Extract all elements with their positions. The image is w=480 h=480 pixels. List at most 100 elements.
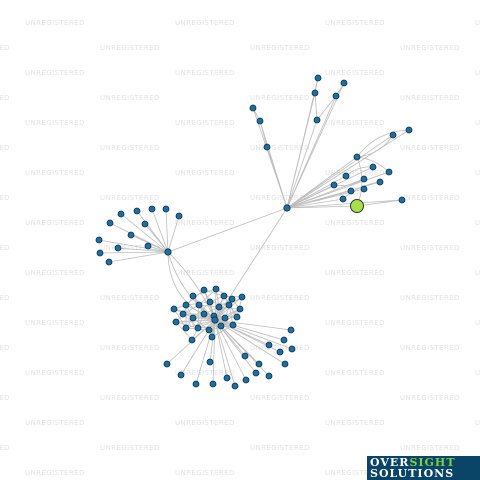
network-node[interactable] xyxy=(255,360,263,368)
network-node[interactable] xyxy=(252,369,260,377)
focus-node[interactable] xyxy=(350,199,364,213)
network-node[interactable] xyxy=(311,89,319,97)
network-node[interactable] xyxy=(96,249,104,257)
network-node[interactable] xyxy=(313,116,321,124)
network-node[interactable] xyxy=(330,181,338,189)
hub-node[interactable] xyxy=(164,248,172,256)
network-node[interactable] xyxy=(256,117,264,125)
hub-node[interactable] xyxy=(211,316,219,324)
network-node[interactable] xyxy=(405,126,413,134)
network-node[interactable] xyxy=(189,314,197,322)
network-node[interactable] xyxy=(127,231,135,239)
network-node[interactable] xyxy=(236,305,244,313)
network-node[interactable] xyxy=(200,286,208,294)
network-node[interactable] xyxy=(208,333,216,341)
network-edge xyxy=(167,215,180,253)
network-node[interactable] xyxy=(229,321,237,329)
network-node[interactable] xyxy=(182,324,190,332)
network-node[interactable] xyxy=(225,301,233,309)
network-node[interactable] xyxy=(263,143,271,151)
hub-node[interactable] xyxy=(283,204,291,212)
network-node[interactable] xyxy=(133,207,141,215)
network-node[interactable] xyxy=(188,336,196,344)
network-node[interactable] xyxy=(206,358,214,366)
watermark-text: UNREGISTERED xyxy=(25,119,85,127)
network-node[interactable] xyxy=(172,318,180,326)
network-node[interactable] xyxy=(314,74,322,82)
network-node[interactable] xyxy=(192,380,200,388)
network-node[interactable] xyxy=(106,219,114,227)
network-node[interactable] xyxy=(217,322,225,330)
network-node[interactable] xyxy=(265,372,273,380)
network-node[interactable] xyxy=(228,295,236,303)
network-node[interactable] xyxy=(276,348,284,356)
network-edge xyxy=(259,120,268,148)
network-node[interactable] xyxy=(95,236,103,244)
network-edge xyxy=(175,319,216,323)
network-node[interactable] xyxy=(376,178,384,186)
network-node[interactable] xyxy=(141,220,149,228)
network-node[interactable] xyxy=(117,210,125,218)
network-node[interactable] xyxy=(353,153,361,161)
network-node[interactable] xyxy=(369,163,377,171)
watermark-text: UNREGISTERED xyxy=(25,219,85,227)
network-node[interactable] xyxy=(206,298,214,306)
network-node[interactable] xyxy=(398,196,406,204)
network-node[interactable] xyxy=(265,341,273,349)
network-node[interactable] xyxy=(242,376,250,384)
network-node[interactable] xyxy=(114,244,122,252)
network-node[interactable] xyxy=(249,104,257,112)
logo-text-sight: SIGHT xyxy=(409,456,456,469)
network-node[interactable] xyxy=(189,292,197,300)
network-node[interactable] xyxy=(179,310,187,318)
network-node[interactable] xyxy=(389,131,397,139)
watermark-text: UNREGISTERED xyxy=(325,119,385,127)
network-node[interactable] xyxy=(194,324,202,332)
network-node[interactable] xyxy=(163,360,171,368)
network-node[interactable] xyxy=(205,326,213,334)
network-node[interactable] xyxy=(233,313,241,321)
watermark-text: UNREGISTERED xyxy=(400,344,460,352)
network-node[interactable] xyxy=(200,310,208,318)
network-node[interactable] xyxy=(342,172,350,180)
watermark-text: UNREGISTERED xyxy=(175,69,235,77)
network-node[interactable] xyxy=(241,352,249,360)
network-node[interactable] xyxy=(220,292,228,300)
network-node[interactable] xyxy=(231,382,239,390)
network-node[interactable] xyxy=(182,301,190,309)
network-node[interactable] xyxy=(162,205,170,213)
network-node[interactable] xyxy=(347,187,355,195)
network-node[interactable] xyxy=(212,285,220,293)
network-node[interactable] xyxy=(148,205,156,213)
watermark-text: UNREGISTERED xyxy=(475,419,480,427)
network-node[interactable] xyxy=(360,175,368,183)
network-node[interactable] xyxy=(209,380,217,388)
network-node[interactable] xyxy=(339,195,347,203)
network-node[interactable] xyxy=(170,305,178,313)
network-node[interactable] xyxy=(281,360,289,368)
network-node[interactable] xyxy=(288,345,296,353)
watermark-text: UNREGISTERED xyxy=(250,294,310,302)
network-node[interactable] xyxy=(144,242,152,250)
watermark-text: UNREGISTERED xyxy=(25,19,85,27)
watermark-text: UNREGISTERED xyxy=(325,219,385,227)
network-node[interactable] xyxy=(238,293,246,301)
watermark-text: UNREGISTERED xyxy=(25,319,85,327)
network-node[interactable] xyxy=(177,371,185,379)
network-node[interactable] xyxy=(340,79,348,87)
network-edge xyxy=(214,319,247,381)
network-node[interactable] xyxy=(195,301,203,309)
network-node[interactable] xyxy=(223,374,231,382)
network-node[interactable] xyxy=(280,336,288,344)
network-node[interactable] xyxy=(287,326,295,334)
network-node[interactable] xyxy=(175,212,183,220)
network-node[interactable] xyxy=(215,303,223,311)
network-edge xyxy=(192,317,216,321)
network-node[interactable] xyxy=(360,185,368,193)
network-edge xyxy=(108,251,169,263)
network-node[interactable] xyxy=(221,314,229,322)
network-node[interactable] xyxy=(385,168,393,176)
network-node[interactable] xyxy=(105,258,113,266)
network-edge xyxy=(342,181,381,200)
network-node[interactable] xyxy=(332,92,340,100)
